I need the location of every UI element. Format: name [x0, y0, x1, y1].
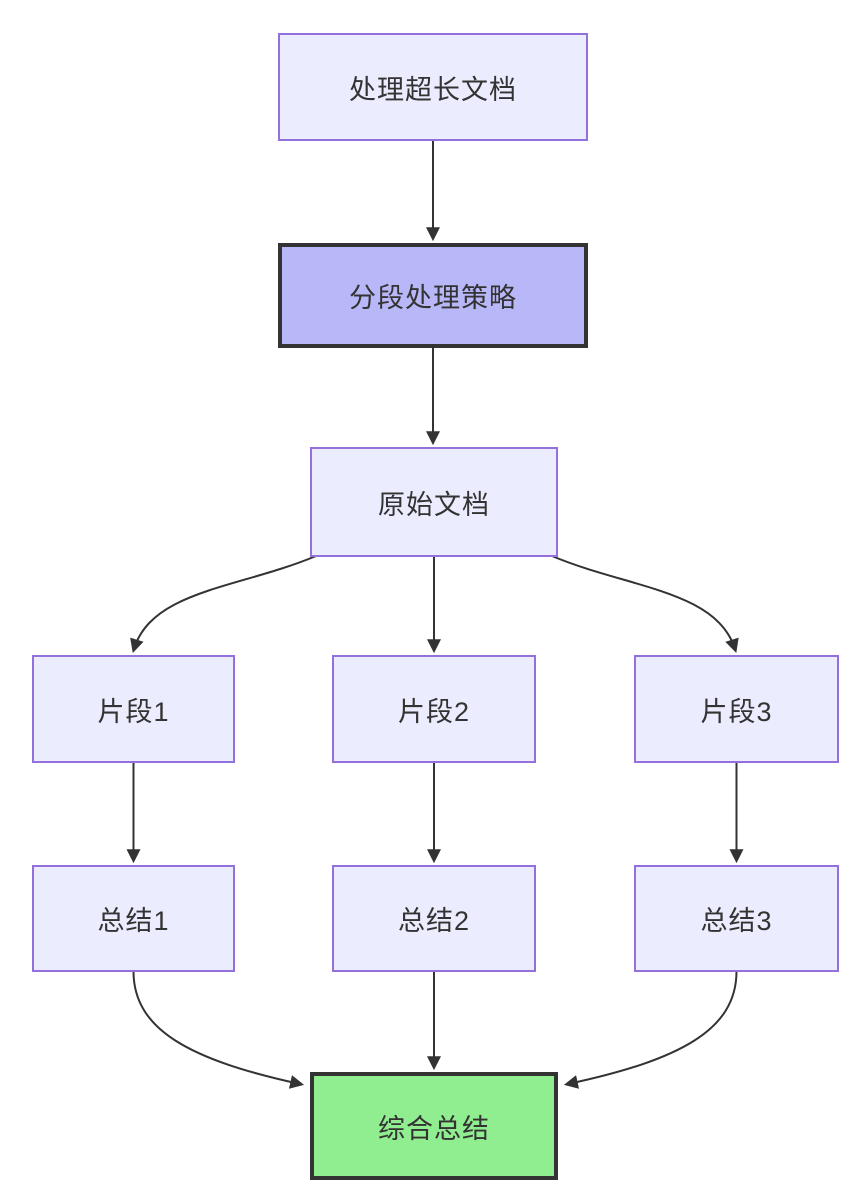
node-summary-2: 总结2	[332, 865, 536, 972]
node-summary-1: 总结1	[32, 865, 235, 972]
edge-sum3-final	[563, 971, 738, 1089]
node-segment-1: 片段1	[32, 655, 235, 763]
edge-sum1-final	[132, 971, 305, 1089]
node-segment-3: 片段3	[634, 655, 839, 763]
node-segment-2: 片段2	[332, 655, 536, 763]
node-final-summary: 综合总结	[310, 1072, 558, 1180]
edge-original-seg1	[130, 555, 317, 654]
edge-original-seg3	[551, 555, 739, 653]
node-summary-3: 总结3	[634, 865, 839, 972]
node-process-long-document: 处理超长文档	[278, 33, 588, 141]
node-segmentation-strategy: 分段处理策略	[278, 243, 588, 348]
node-original-document: 原始文档	[310, 447, 558, 557]
